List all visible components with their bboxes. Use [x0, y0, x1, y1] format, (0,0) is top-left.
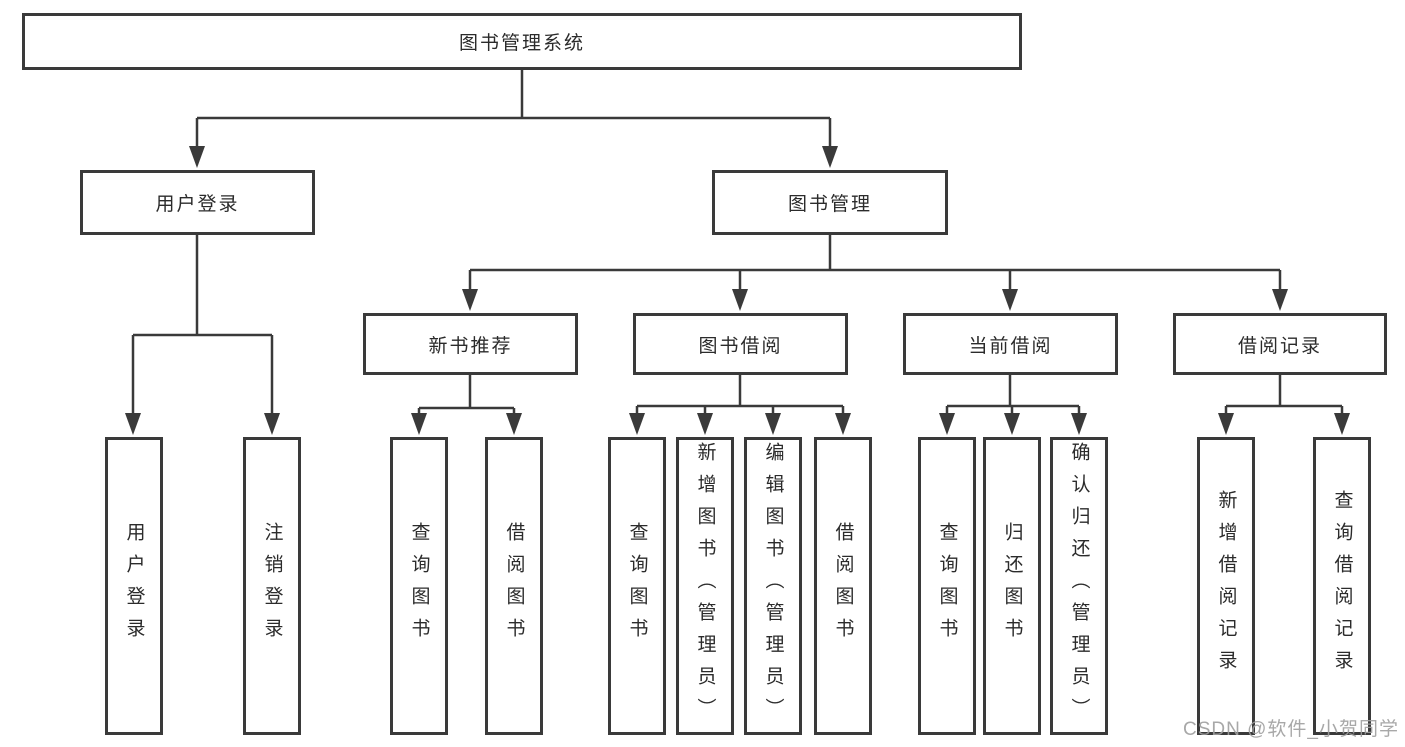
node-label: 新书推荐	[428, 335, 513, 357]
node-label: 归还图书	[1001, 522, 1023, 650]
leaf-logout: 注销登录	[243, 437, 301, 735]
node-user-login: 用户登录	[80, 170, 315, 235]
connector-new-rec-to-leaves	[417, 375, 516, 417]
arrowhead	[822, 146, 838, 168]
leaf-records-add-borrow-record: 新增借阅记录	[1197, 437, 1255, 735]
node-label: 编辑图书（管理员）	[762, 442, 784, 730]
node-label: 图书借阅	[698, 335, 783, 357]
node-label: 注销登录	[261, 522, 283, 650]
node-borrowing-records: 借阅记录	[1173, 313, 1387, 375]
leaf-recommend-query-books: 查询图书	[390, 437, 448, 735]
arrowhead	[765, 413, 781, 435]
node-label: 当前借阅	[968, 335, 1053, 357]
node-label: 查询图书	[408, 522, 430, 650]
node-label: 查询借阅记录	[1331, 490, 1353, 682]
arrowhead	[462, 289, 478, 311]
connector-user-login-to-leaves	[131, 235, 274, 417]
arrowhead	[1272, 289, 1288, 311]
node-label: 借阅图书	[503, 522, 525, 650]
node-label: 查询图书	[626, 522, 648, 650]
node-label: 查询图书	[936, 522, 958, 650]
arrowhead	[835, 413, 851, 435]
leaf-user-login: 用户登录	[105, 437, 163, 735]
arrowhead	[264, 413, 280, 435]
leaf-recommend-borrow-books: 借阅图书	[485, 437, 543, 735]
leaf-borrowing-add-books-admin: 新增图书（管理员）	[676, 437, 734, 735]
connector-book-borrow-to-leaves	[635, 375, 845, 417]
node-label: 确认归还（管理员）	[1068, 442, 1090, 730]
leaf-borrowing-query-books: 查询图书	[608, 437, 666, 735]
arrowhead	[125, 413, 141, 435]
leaf-current-query-books: 查询图书	[918, 437, 976, 735]
arrowhead	[939, 413, 955, 435]
arrowhead	[1071, 413, 1087, 435]
arrowhead	[506, 413, 522, 435]
connector-borrow-rec-to-leaves	[1224, 375, 1344, 417]
leaf-borrowing-borrow-books: 借阅图书	[814, 437, 872, 735]
leaf-current-return-books: 归还图书	[983, 437, 1041, 735]
node-label: 图书管理	[787, 194, 872, 215]
node-book-borrowing: 图书借阅	[633, 313, 848, 375]
arrowhead	[411, 413, 427, 435]
node-label: 用户登录	[123, 522, 145, 650]
leaf-records-query-borrow-record: 查询借阅记录	[1313, 437, 1371, 735]
connector-cur-borrow-to-leaves	[945, 375, 1081, 417]
arrowhead	[629, 413, 645, 435]
arrowhead	[1002, 289, 1018, 311]
connector-root-to-level2	[195, 70, 832, 150]
arrowheads	[125, 146, 1350, 435]
node-current-borrowing: 当前借阅	[903, 313, 1118, 375]
node-label: 新增借阅记录	[1215, 490, 1237, 682]
node-label: 图书管理系统	[458, 33, 585, 54]
leaf-current-confirm-return-admin: 确认归还（管理员）	[1050, 437, 1108, 735]
node-library-management-system: 图书管理系统	[22, 13, 1022, 70]
arrowhead	[1004, 413, 1020, 435]
node-book-management: 图书管理	[712, 170, 948, 235]
connector-book-mgmt-to-level3	[468, 235, 1282, 293]
arrowhead	[697, 413, 713, 435]
node-label: 借阅图书	[832, 522, 854, 650]
arrowhead	[1334, 413, 1350, 435]
arrowhead	[189, 146, 205, 168]
node-label: 用户登录	[155, 194, 240, 215]
node-label: 新增图书（管理员）	[694, 442, 716, 730]
csdn-watermark: CSDN @软件_小贺同学	[1183, 719, 1399, 740]
node-new-book-recommendation: 新书推荐	[363, 313, 578, 375]
node-label: 借阅记录	[1237, 335, 1322, 357]
arrowhead	[1218, 413, 1234, 435]
leaf-borrowing-edit-books-admin: 编辑图书（管理员）	[744, 437, 802, 735]
arrowhead	[732, 289, 748, 311]
